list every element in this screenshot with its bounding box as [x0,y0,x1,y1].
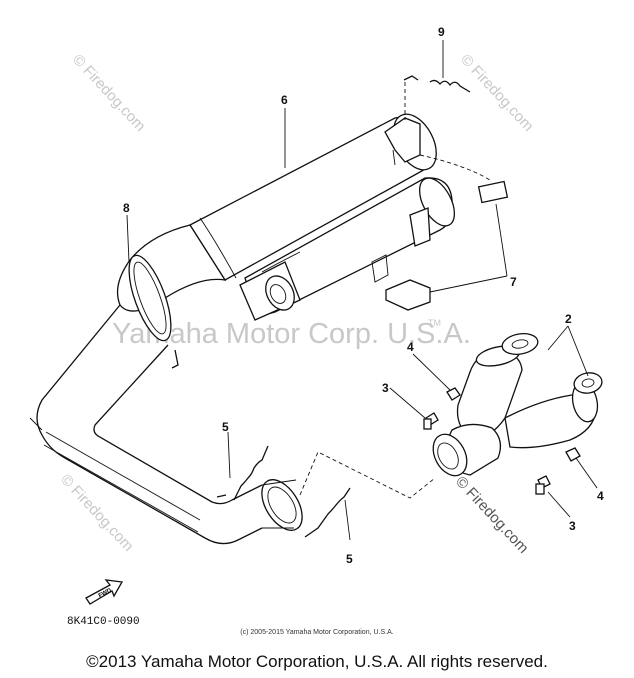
callout-7: 7 [510,275,517,289]
callout-6: 6 [281,93,288,107]
watermark-center: Yamaha Motor Corp. U.S.A. [112,318,471,350]
callout-4-left: 4 [407,340,414,354]
callout-4-right: 4 [597,489,604,503]
callout-2: 2 [565,312,572,326]
watermark-firedog-right: © Firedog.com [452,473,532,557]
callout-5-lower: 5 [346,552,353,566]
front-exhaust-pipe [29,224,303,545]
exhaust-manifold [432,333,603,477]
copyright-notice: ©2013 Yamaha Motor Corporation, U.S.A. A… [86,652,548,671]
muffler [189,113,456,321]
callout-5-upper: 5 [222,420,229,434]
fasteners [216,75,581,538]
part-code: 8K41C0-0090 [67,616,140,628]
fwd-arrow-icon: FWD [85,579,124,605]
watermark-firedog-left: © Firedog.com [57,471,137,555]
watermark-tm: TM [428,318,441,328]
callout-3-left: 3 [382,381,389,395]
callout-8: 8 [123,201,130,215]
callout-3-right: 3 [569,519,576,533]
callout-9: 9 [438,25,445,39]
watermark-firedog-top: © Firedog.com [69,51,149,135]
leader-lines [126,40,598,541]
watermark-firedog-top-right: © Firedog.com [457,51,537,135]
small-copyright: (c) 2005-2015 Yamaha Motor Corporation, … [240,629,394,636]
